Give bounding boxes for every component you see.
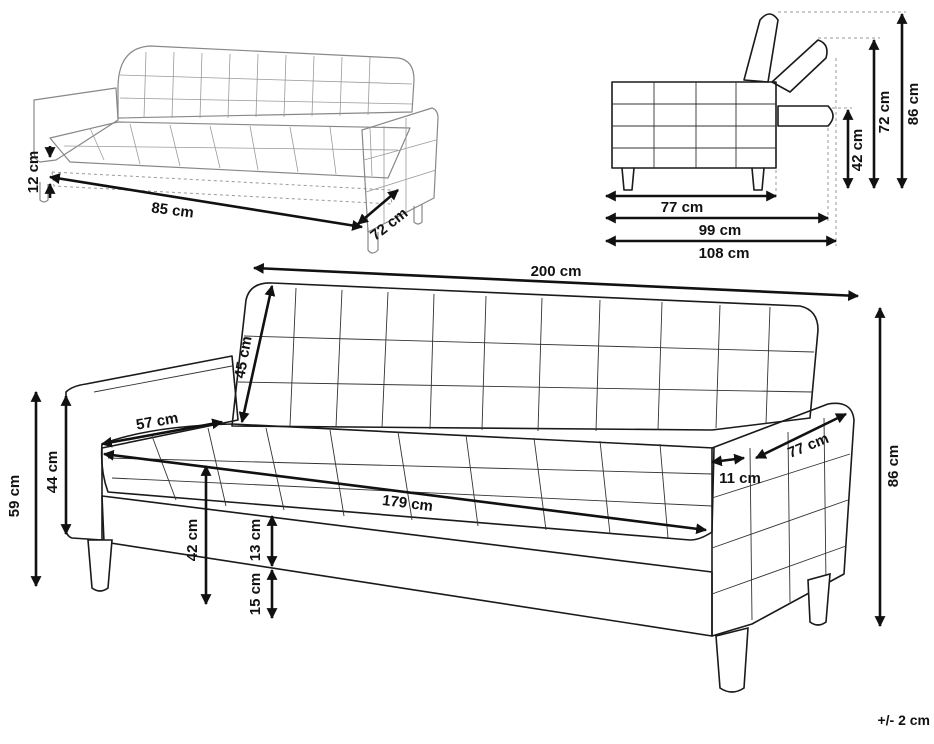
- small-bed-dim-85-label: 85 cm: [150, 200, 194, 222]
- side-dim-86-label: 86 cm: [905, 83, 922, 126]
- main-dim-200: 200 cm: [252, 263, 860, 301]
- side-view: 77 cm 99 cm 108 cm 42 cm 72 cm 86 cm: [604, 11, 922, 262]
- main-dim-59-label: 59 cm: [6, 475, 23, 518]
- main-dim-44: 44 cm: [44, 394, 72, 536]
- small-bed-view: 12 cm 85 cm 72 cm: [25, 45, 439, 254]
- side-dim-99-label: 99 cm: [699, 222, 742, 239]
- side-dim-86: 86 cm: [896, 12, 922, 190]
- main-dim-11-arrow: [710, 453, 746, 467]
- main-dim-179-label: 179 cm: [381, 492, 434, 515]
- main-dim-13-label: 13 cm: [247, 519, 264, 562]
- main-dim-200-arrow: [252, 263, 860, 301]
- main-dim-11: 11 cm: [710, 453, 761, 487]
- main-dim-77-arrow: [755, 412, 847, 460]
- side-dim-99: 99 cm: [604, 212, 830, 239]
- side-view-drawing: [611, 11, 906, 246]
- small-bed-dim-12-label: 12 cm: [25, 151, 42, 194]
- small-bed-dim-85-arrow: [48, 173, 364, 231]
- main-dim-86: 86 cm: [874, 306, 902, 628]
- small-bed-dim-72-arrow: [357, 189, 399, 225]
- main-dim-179-arrow: [102, 449, 708, 535]
- main-dim-42: 42 cm: [184, 464, 212, 606]
- main-dim-15-label: 15 cm: [247, 573, 264, 616]
- main-dim-45-arrow: [238, 284, 276, 424]
- main-dim-44-label: 44 cm: [44, 451, 61, 494]
- main-dim-13: 13 cm: [247, 514, 278, 568]
- tolerance-note: +/- 2 cm: [877, 712, 930, 728]
- side-dim-42: 42 cm: [842, 108, 866, 190]
- main-dim-11-label: 11 cm: [719, 470, 761, 487]
- main-dim-200-label: 200 cm: [531, 263, 582, 280]
- side-dim-77-label: 77 cm: [661, 199, 704, 216]
- main-dim-57-arrow: [100, 418, 224, 448]
- main-dim-42-label: 42 cm: [184, 519, 201, 562]
- main-dim-45: 45 cm: [232, 284, 276, 424]
- side-dim-42-label: 42 cm: [849, 129, 866, 172]
- side-dim-77: 77 cm: [604, 190, 778, 216]
- main-dim-15: 15 cm: [247, 568, 278, 620]
- main-sofa-drawing: [65, 282, 855, 693]
- side-dim-72: 72 cm: [868, 38, 893, 190]
- small-bed-drawing: [33, 45, 439, 254]
- side-dim-72-label: 72 cm: [876, 91, 893, 134]
- main-dim-59: 59 cm: [6, 390, 42, 588]
- small-bed-dim-85: 85 cm: [48, 173, 364, 231]
- small-bed-dim-12: 12 cm: [25, 146, 56, 198]
- side-dim-108-label: 108 cm: [699, 245, 750, 262]
- main-dim-179: 179 cm: [102, 449, 708, 535]
- side-dim-108: 108 cm: [604, 235, 838, 262]
- main-view: 200 cm 45 cm 57 cm 59 cm 44 cm 179 cm 42…: [6, 263, 902, 693]
- main-dim-86-label: 86 cm: [885, 445, 902, 488]
- main-dim-77: 77 cm: [755, 412, 847, 462]
